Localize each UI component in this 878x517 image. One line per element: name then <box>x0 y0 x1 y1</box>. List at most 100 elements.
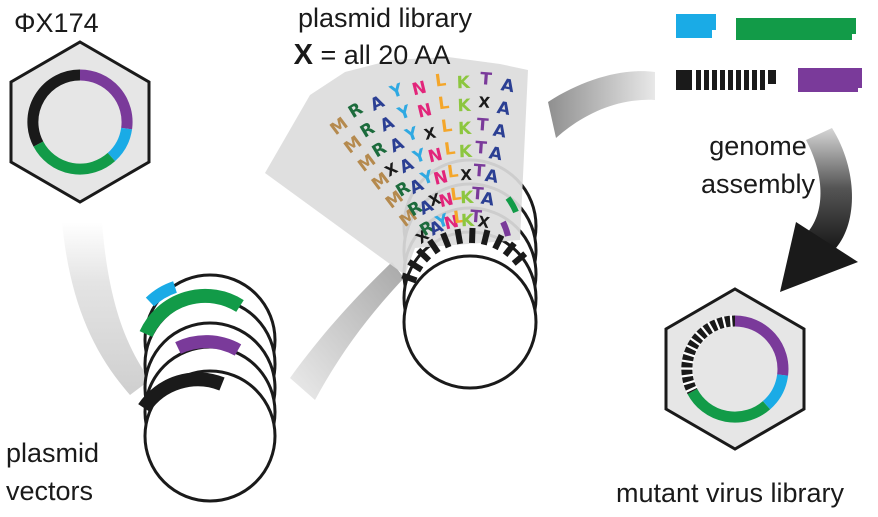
mutant-stripe <box>681 373 694 378</box>
fragment-stripe <box>720 70 725 90</box>
library-label-line1: plasmid library <box>298 3 473 33</box>
genome-segment-black <box>27 69 81 147</box>
backbone-tick <box>454 228 464 245</box>
plasmid-vector-5 <box>143 369 277 503</box>
vectors-label-line1: plasmid <box>6 438 99 468</box>
library-letter: L <box>443 139 457 160</box>
library-letter: L <box>434 70 448 91</box>
fragment-stripe <box>760 70 765 90</box>
library-letter: A <box>495 98 512 120</box>
library-x-symbol: X <box>294 39 314 71</box>
backbone-tick <box>440 232 452 249</box>
fragment-green <box>736 18 856 40</box>
mutant-stripe <box>694 331 706 342</box>
mutant-segment-striped <box>680 315 736 395</box>
library-letter: A <box>487 143 504 165</box>
backbone-tick <box>407 259 424 273</box>
mutant-stripe <box>700 326 710 337</box>
fragment-black-striped <box>676 70 776 90</box>
backbone-tick <box>416 247 432 263</box>
mutant-segment-green <box>687 388 771 423</box>
library-purple-hint <box>500 220 511 237</box>
backbone-tick <box>492 233 505 251</box>
library-x-mark: X <box>478 93 491 112</box>
mutant-segment-blue <box>762 374 789 410</box>
genome-fragments <box>676 14 862 92</box>
library-letter: A <box>499 75 516 97</box>
library-x-mark: X <box>476 212 491 232</box>
library-letter: T <box>479 69 492 90</box>
insert-blue <box>145 281 178 307</box>
assembly-arrow-body <box>806 128 853 248</box>
backbone-tick <box>480 229 491 246</box>
library-fan-background <box>265 57 528 275</box>
mutant-stripe <box>689 337 702 347</box>
library-letter: T <box>474 138 487 159</box>
hexagon-capsid <box>9 40 151 204</box>
phage-hexagon <box>9 40 151 204</box>
insert-green <box>139 288 244 338</box>
mutant-hexagon <box>664 287 806 451</box>
fragment-blue <box>676 14 716 38</box>
fragment-stripe <box>752 70 757 90</box>
backbone-tick <box>511 251 528 266</box>
fragment-stripe <box>712 70 717 90</box>
vector-inserts <box>138 281 244 413</box>
plasmid-vectors <box>143 273 277 503</box>
mutant-stripe-base <box>681 315 736 395</box>
mutant-stripe <box>682 379 696 386</box>
mutant-stripe <box>685 385 698 393</box>
library-letter: L <box>437 93 451 114</box>
fragment-stripe <box>736 70 741 90</box>
library-letter: T <box>473 161 486 182</box>
library-backbone-ticks <box>401 227 528 284</box>
library-letter: T <box>469 207 482 228</box>
genome-segment-green <box>33 141 116 175</box>
library-plasmid-5 <box>402 254 538 390</box>
library-letter: A <box>479 189 496 211</box>
mutant-stripe <box>681 359 694 364</box>
library-letter: K <box>458 119 473 139</box>
library-letter: N <box>442 212 461 235</box>
library-letter: K <box>459 142 474 162</box>
flow-arrows <box>62 71 858 400</box>
library-letter: N <box>410 78 429 101</box>
assembly-label-line2: assembly <box>701 169 816 199</box>
mutant-stripe <box>707 321 715 334</box>
library-x-meaning: = all 20 AA <box>313 40 450 70</box>
library-letter: T <box>471 184 484 205</box>
library-to-assembly-arrow <box>548 71 655 138</box>
fragment-stripe <box>696 70 701 90</box>
library-label-line2: X = all 20 AA <box>294 39 451 71</box>
library-letter: K <box>461 211 476 231</box>
fragment-stripe <box>728 70 733 90</box>
backbone-tick <box>502 241 517 257</box>
library-letter: L <box>440 116 454 137</box>
library-letter: T <box>476 115 489 136</box>
library-letter: L <box>446 161 460 182</box>
library-letter: N <box>426 145 445 168</box>
vectors-label-line2: vectors <box>6 476 93 506</box>
mutant-stripe <box>721 316 727 329</box>
library-letter: A <box>483 166 500 188</box>
mutant-stripe <box>686 344 698 352</box>
library-letter: K <box>460 188 475 208</box>
mutant-stripe <box>729 315 733 328</box>
vectors-to-library-arrow <box>290 262 404 400</box>
library-green-hint <box>505 196 519 214</box>
backbone-tick <box>427 238 441 255</box>
library-letter: A <box>491 121 508 143</box>
mutant-stripe <box>714 318 721 331</box>
library-letter: L <box>452 207 466 228</box>
genome-segment-blue <box>107 127 133 162</box>
library-letter: N <box>432 167 451 190</box>
library-x-mark: X <box>422 124 438 144</box>
insert-purple <box>175 335 242 356</box>
library-letter: K <box>457 96 472 116</box>
library-letter: N <box>437 189 456 212</box>
mutant-segment-purple <box>734 315 789 376</box>
fragment-purple <box>798 68 862 92</box>
fragment-stripe <box>768 70 776 84</box>
assembly-arrow-head <box>780 222 858 292</box>
